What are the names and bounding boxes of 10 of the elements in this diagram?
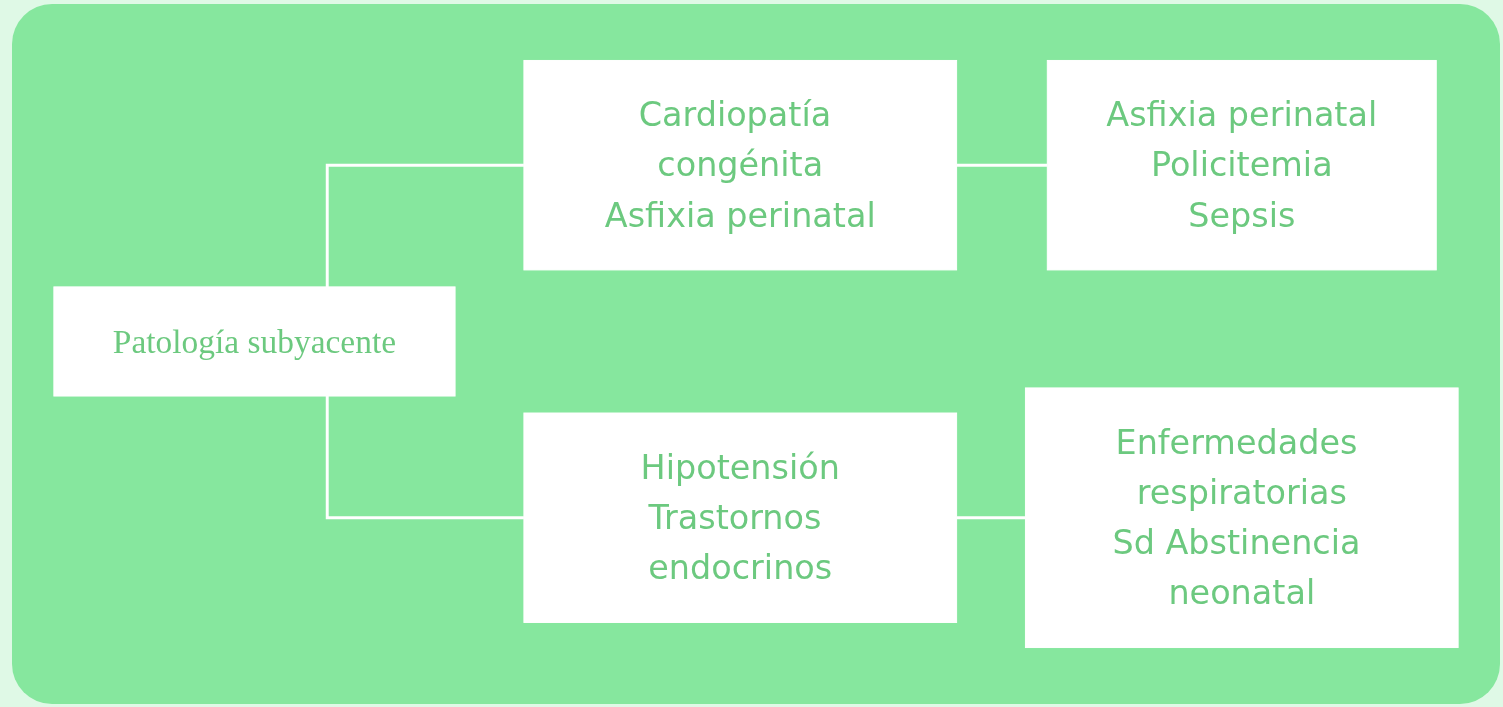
connector — [325, 163, 524, 287]
node-box — [523, 412, 958, 623]
connector — [325, 396, 524, 520]
node-box — [1024, 387, 1459, 649]
node-box — [53, 286, 456, 397]
connector — [955, 516, 1026, 520]
connector — [955, 163, 1048, 167]
node-box — [523, 59, 958, 271]
panel-background: Patología subyacente Cardiopatía congénita Asfixia perinatal Asfixia perinatal Policitemia Sepsis Hipotensión Trastornos endocrinos Enfermedades respiratorias Sd Abstinencia neonatal — [12, 4, 1500, 704]
node-box — [1046, 59, 1437, 271]
